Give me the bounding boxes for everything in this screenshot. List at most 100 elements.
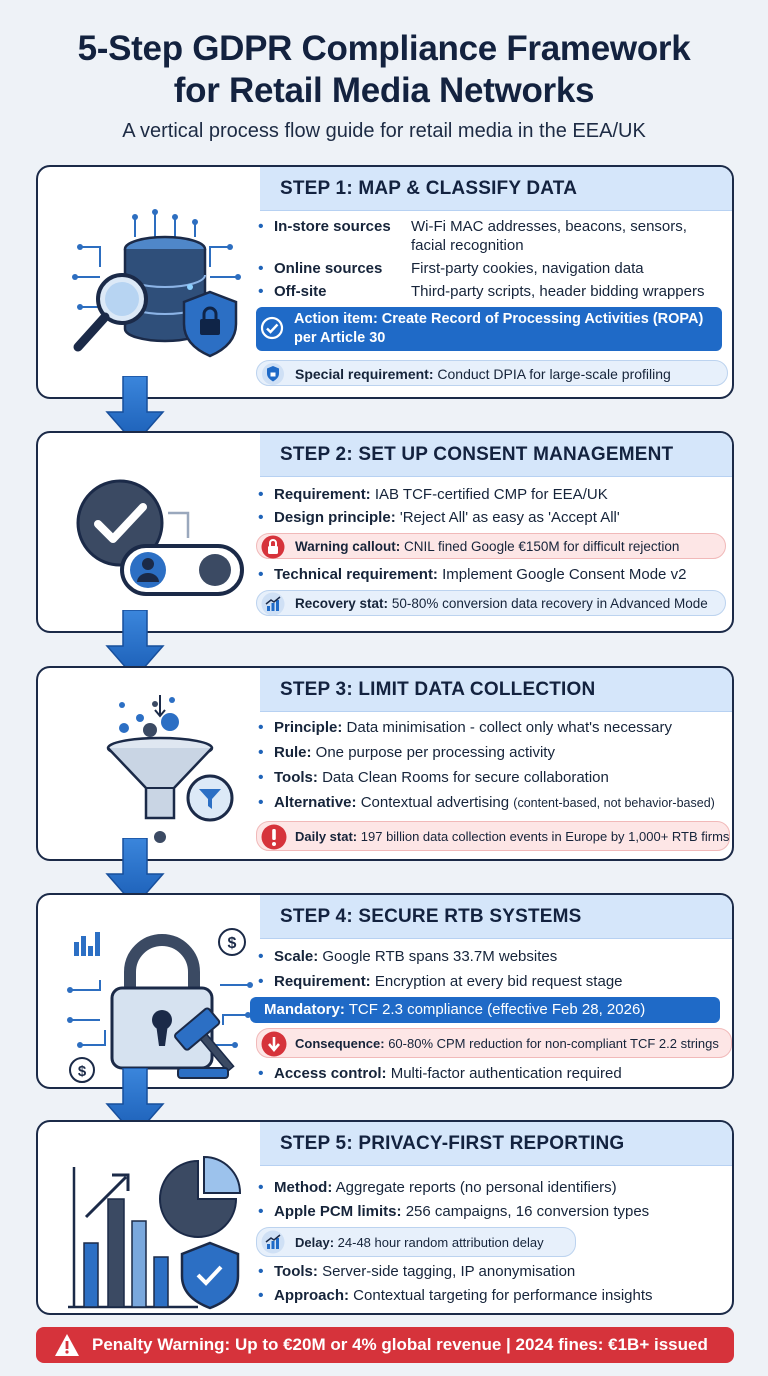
tools-value: Server-side tagging, IP anonymisation	[322, 1263, 576, 1280]
step-4-header: STEP 4: SECURE RTB SYSTEMS	[260, 895, 732, 939]
action-item-callout: Action item: Create Record of Processing…	[256, 307, 722, 351]
svg-text:$: $	[228, 935, 237, 952]
source-label: Off-site	[274, 283, 327, 300]
warning-value: CNIL fined Google €150M for difficult re…	[404, 539, 680, 554]
list-item: Method: Aggregate reports (no personal i…	[256, 1178, 722, 1197]
step-2-title: STEP 2: SET UP CONSENT MANAGEMENT	[280, 444, 674, 465]
step-4-title: STEP 4: SECURE RTB SYSTEMS	[280, 906, 582, 927]
requirement-value: Encryption at every bid request stage	[374, 973, 623, 990]
method-label: Method:	[274, 1179, 333, 1196]
flow-arrow-1-icon	[105, 376, 165, 446]
special-requirement-value: Conduct DPIA for large-scale profiling	[437, 366, 671, 382]
scale-label: Scale:	[274, 948, 319, 965]
list-item: Access control: Multi-factor authenticat…	[256, 1064, 722, 1083]
apple-pcm-label: Apple PCM limits:	[274, 1203, 402, 1220]
step-1-header: STEP 1: MAP & CLASSIFY DATA	[260, 167, 732, 211]
scale-value: Google RTB spans 33.7M websites	[322, 948, 558, 965]
page-subtitle: A vertical process flow guide for retail…	[122, 120, 646, 142]
list-item: Requirement: IAB TCF-certified CMP for E…	[256, 485, 722, 504]
step-5-rows: Method: Aggregate reports (no personal i…	[256, 1178, 722, 1305]
action-item-text: Action item: Create Record of Processing…	[294, 311, 704, 346]
trend-chart-icon	[261, 1230, 285, 1254]
list-item: Scale: Google RTB spans 33.7M websites	[256, 947, 722, 966]
list-item: Tools: Data Clean Rooms for secure colla…	[256, 768, 722, 787]
method-value: Aggregate reports (no personal identifie…	[335, 1179, 617, 1196]
warning-triangle-icon	[54, 1333, 80, 1357]
approach-label: Approach:	[274, 1287, 349, 1304]
daily-stat-callout: Daily stat: 197 billion data collection …	[256, 821, 730, 851]
step-3-header: STEP 3: LIMIT DATA COLLECTION	[260, 668, 732, 712]
step-5-header: STEP 5: PRIVACY-FIRST REPORTING	[260, 1122, 732, 1166]
tools-label: Tools:	[274, 769, 318, 786]
penalty-warning-banner: Penalty Warning: Up to €20M or 4% global…	[36, 1327, 734, 1363]
svg-text:$: $	[78, 1063, 87, 1080]
design-principle-label: Design principle:	[274, 509, 396, 526]
title-line-2: for Retail Media Networks	[173, 71, 595, 110]
alternative-value: Contextual advertising	[360, 794, 510, 811]
special-requirement-callout: Special requirement: Conduct DPIA for la…	[256, 360, 728, 386]
rule-value: One purpose per processing activity	[315, 744, 555, 761]
step-3-card: STEP 3: LIMIT DATA COLLECTION Principle:…	[36, 666, 734, 861]
source-value: Wi-Fi MAC addresses, beacons, sensors, f…	[411, 218, 687, 254]
special-requirement-label: Special requirement:	[295, 366, 434, 382]
shield-lock-icon	[261, 362, 285, 386]
principle-label: Principle:	[274, 719, 343, 736]
list-item: Requirement: Encryption at every bid req…	[256, 972, 722, 991]
list-item: Principle: Data minimisation - collect o…	[256, 718, 722, 737]
tools-value: Data Clean Rooms for secure collaboratio…	[322, 769, 609, 786]
requirement-label: Requirement:	[274, 486, 371, 503]
alternative-label: Alternative:	[274, 794, 357, 811]
mandatory-value: TCF 2.3 compliance (effective Feb 28, 20…	[348, 1001, 646, 1018]
rule-label: Rule:	[274, 744, 312, 761]
list-item: In-store sources Wi-Fi MAC addresses, be…	[256, 217, 722, 255]
step-5-card: STEP 5: PRIVACY-FIRST REPORTING Method: …	[36, 1120, 734, 1315]
consequence-label: Consequence:	[295, 1036, 385, 1051]
lock-warning-icon	[261, 535, 285, 559]
requirement-label: Requirement:	[274, 973, 371, 990]
daily-stat-value: 197 billion data collection events in Eu…	[360, 829, 730, 844]
recovery-stat-callout: Recovery stat: 50-80% conversion data re…	[256, 590, 726, 616]
consequence-callout: Consequence: 60-80% CPM reduction for no…	[256, 1028, 732, 1058]
funnel-filter-icon	[60, 690, 260, 860]
step-4-rows: Scale: Google RTB spans 33.7M websites R…	[250, 947, 732, 1083]
step-5-title: STEP 5: PRIVACY-FIRST REPORTING	[280, 1133, 625, 1154]
page-title: 5-Step GDPR Compliance Framework for Ret…	[0, 28, 768, 112]
design-principle-value: 'Reject All' as easy as 'Accept All'	[399, 509, 620, 526]
step-2-card: STEP 2: SET UP CONSENT MANAGEMENT Requir…	[36, 431, 734, 633]
trend-chart-icon	[261, 592, 285, 616]
list-item: Apple PCM limits: 256 campaigns, 16 conv…	[256, 1202, 722, 1221]
approach-value: Contextual targeting for performance ins…	[353, 1287, 653, 1304]
warning-label: Warning callout:	[295, 539, 401, 554]
penalty-warning-text: Penalty Warning: Up to €20M or 4% global…	[92, 1335, 708, 1354]
flow-arrow-2-icon	[105, 610, 165, 680]
flow-arrow-3-icon	[105, 838, 165, 908]
source-label: Online sources	[274, 260, 383, 277]
list-item: Design principle: 'Reject All' as easy a…	[256, 508, 722, 527]
checkmark-toggle-icon	[60, 468, 260, 628]
tools-label: Tools:	[274, 1263, 318, 1280]
technical-requirement-value: Implement Google Consent Mode v2	[442, 566, 687, 583]
step-1-title: STEP 1: MAP & CLASSIFY DATA	[280, 178, 578, 199]
requirement-value: IAB TCF-certified CMP for EEA/UK	[374, 486, 608, 503]
step-2-header: STEP 2: SET UP CONSENT MANAGEMENT	[260, 433, 732, 477]
list-item: Tools: Server-side tagging, IP anonymisa…	[256, 1262, 722, 1281]
access-control-value: Multi-factor authentication required	[390, 1065, 622, 1082]
list-item: Alternative: Contextual advertising (con…	[256, 793, 722, 813]
consequence-value: 60-80% CPM reduction for non-compliant T…	[388, 1036, 719, 1051]
step-4-card: STEP 4: SECURE RTB SYSTEMS $ $	[36, 893, 734, 1089]
step-3-rows: Principle: Data minimisation - collect o…	[256, 718, 730, 851]
down-arrow-icon	[261, 1031, 287, 1057]
step-2-rows: Requirement: IAB TCF-certified CMP for E…	[256, 485, 726, 616]
check-circle-icon	[260, 316, 284, 340]
delay-callout: Delay: 24-48 hour random attribution del…	[256, 1227, 576, 1257]
step-1-card: STEP 1: MAP & CLASSIFY DATA	[36, 165, 734, 399]
source-label: In-store sources	[274, 218, 391, 235]
padlock-gavel-icon: $ $	[60, 920, 260, 1085]
mandatory-callout: Mandatory: TCF 2.3 compliance (effective…	[250, 997, 720, 1023]
mandatory-label: Mandatory:	[264, 1001, 345, 1018]
database-magnifier-shield-icon	[60, 207, 260, 377]
access-control-label: Access control:	[274, 1065, 387, 1082]
apple-pcm-value: 256 campaigns, 16 conversion types	[405, 1203, 650, 1220]
exclamation-icon	[261, 824, 287, 850]
list-item: Approach: Contextual targeting for perfo…	[256, 1286, 722, 1305]
